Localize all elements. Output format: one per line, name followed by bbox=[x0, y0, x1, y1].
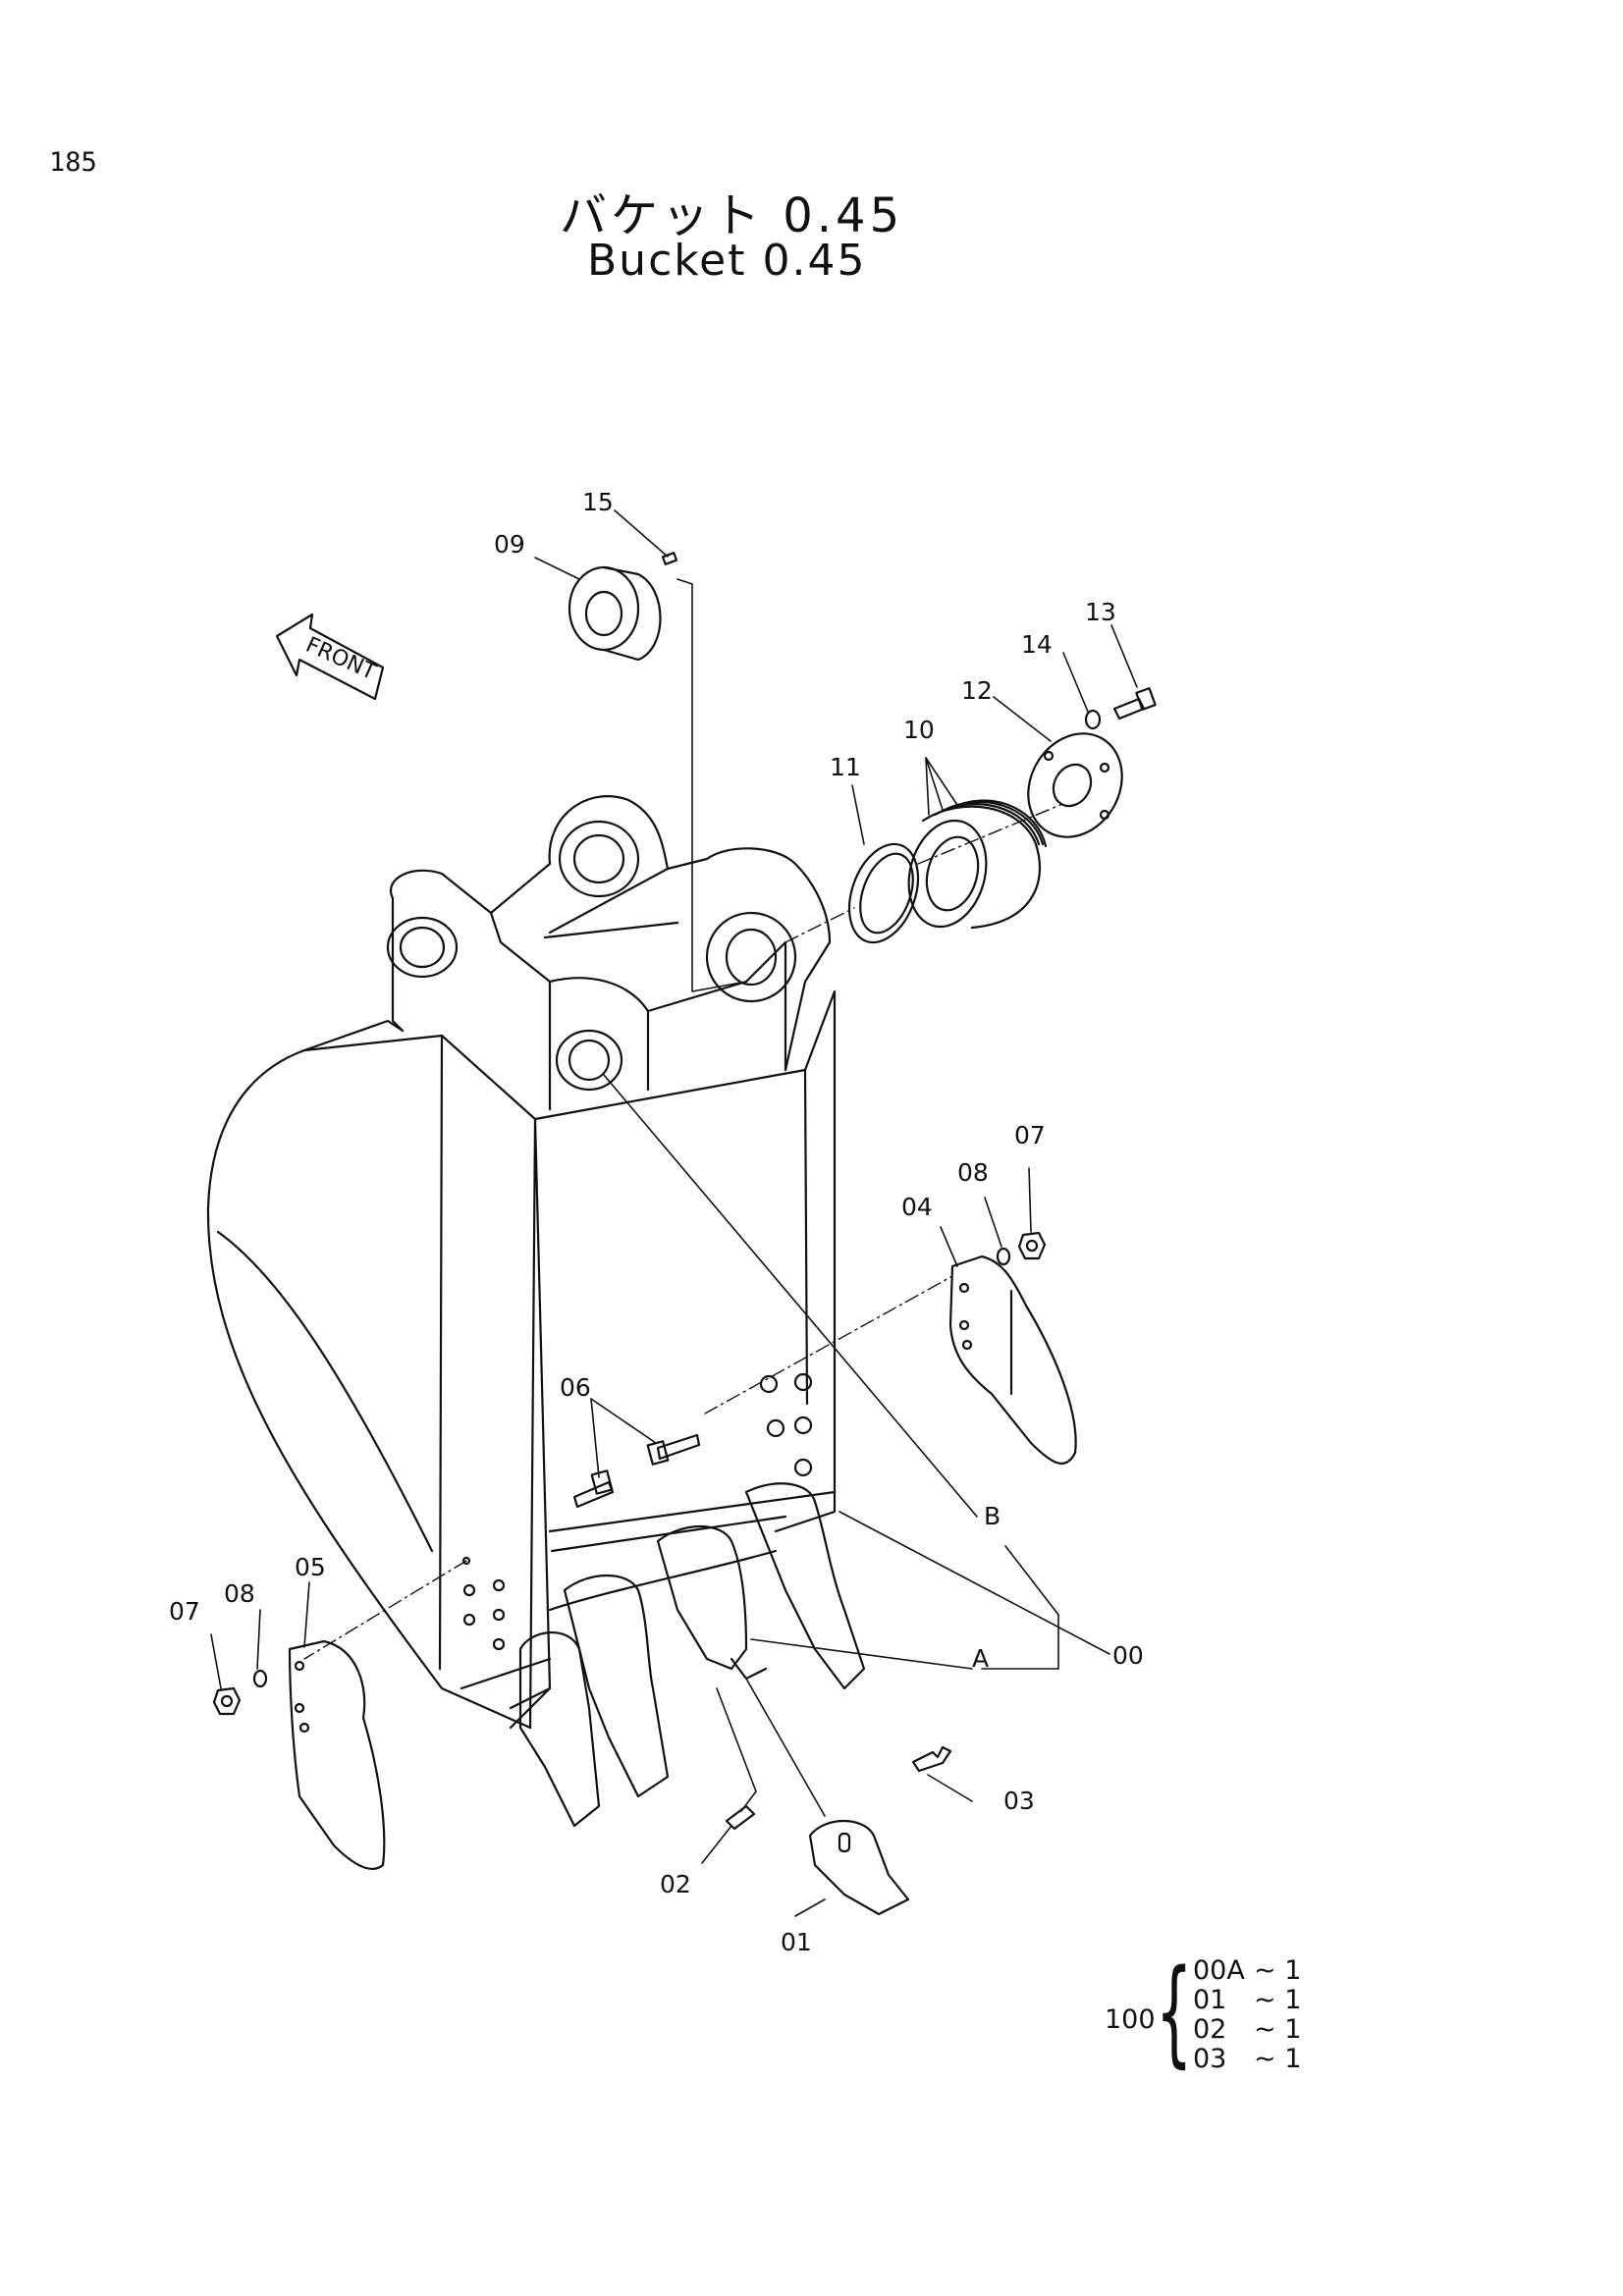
kit-row-part: 01 bbox=[1193, 1985, 1227, 2015]
callout-03: 03 bbox=[1003, 1787, 1035, 1815]
part-12-plate bbox=[1027, 732, 1123, 838]
callout-13: 13 bbox=[1085, 598, 1116, 626]
kit-row-part: 02 bbox=[1193, 2014, 1227, 2045]
callout-14: 14 bbox=[1021, 630, 1053, 659]
callout-04: 04 bbox=[901, 1193, 933, 1221]
callout-06: 06 bbox=[560, 1373, 591, 1402]
kit-row: 02 ~ 1 bbox=[1193, 2014, 1302, 2045]
callout-01: 01 bbox=[781, 1928, 812, 1956]
kit-row-qty: ~ 1 bbox=[1254, 2014, 1302, 2045]
callout-00: 00 bbox=[1112, 1641, 1144, 1670]
callout-08-right: 08 bbox=[957, 1158, 989, 1187]
callout-10: 10 bbox=[903, 716, 935, 744]
part-13-bolt bbox=[1112, 687, 1157, 721]
part-01-tooth-point bbox=[808, 1819, 910, 1916]
kit-main-number: 100 bbox=[1105, 2004, 1156, 2035]
part-03-pin bbox=[911, 1745, 952, 1773]
callout-07-right: 07 bbox=[1014, 1121, 1046, 1149]
tooth-adapters bbox=[518, 1482, 866, 1828]
kit-row: 00A ~ 1 bbox=[1193, 1955, 1302, 1986]
front-label: FRONT bbox=[302, 633, 380, 686]
part-07-nut-left bbox=[212, 1686, 242, 1716]
bucket-body bbox=[206, 989, 837, 1730]
leader-lines bbox=[210, 509, 1138, 1917]
part-09-pin-cap bbox=[568, 565, 662, 662]
callout-11: 11 bbox=[830, 753, 861, 781]
callout-12: 12 bbox=[961, 676, 993, 705]
callout-02: 02 bbox=[660, 1870, 691, 1898]
kit-row: 03 ~ 1 bbox=[1193, 2044, 1302, 2074]
part-04-side-cutter-right bbox=[948, 1255, 1077, 1465]
part-06-bolts bbox=[572, 1433, 701, 1509]
callout-05: 05 bbox=[295, 1553, 326, 1581]
kit-row: 01 ~ 1 bbox=[1193, 1985, 1302, 2015]
part-10-shims bbox=[907, 799, 1048, 930]
kit-row-qty: ~ 1 bbox=[1254, 1985, 1302, 2015]
callout-07-left: 07 bbox=[169, 1597, 200, 1626]
brace-icon: { bbox=[1156, 1944, 1193, 2079]
part-08-washer-left bbox=[252, 1669, 268, 1688]
part-07-nut-right bbox=[1017, 1231, 1047, 1260]
kit-row-qty: ~ 1 bbox=[1254, 2044, 1302, 2074]
kit-row-part: 00A bbox=[1193, 1955, 1245, 1986]
kit-row-qty: ~ 1 bbox=[1254, 1955, 1302, 1986]
title-english: Bucket 0.45 bbox=[587, 236, 867, 286]
callout-b: B bbox=[984, 1502, 1001, 1530]
page-number: 185 bbox=[49, 147, 97, 178]
part-15-pin bbox=[661, 552, 678, 565]
kit-row-part: 03 bbox=[1193, 2044, 1227, 2074]
part-02-lock bbox=[725, 1804, 756, 1831]
part-08-washer-right bbox=[996, 1247, 1011, 1266]
top-bracket bbox=[386, 795, 832, 1111]
part-05-side-cutter-left bbox=[288, 1639, 386, 1870]
front-arrow-icon: FRONT bbox=[275, 613, 385, 701]
part-14-washer bbox=[1084, 709, 1102, 730]
callout-a: A bbox=[972, 1644, 989, 1673]
callout-09: 09 bbox=[494, 530, 525, 559]
centerlines bbox=[303, 804, 1061, 1660]
callout-08-left: 08 bbox=[224, 1579, 255, 1608]
title-japanese: バケット 0.45 bbox=[560, 188, 904, 243]
kit-rows: 00A ~ 1 01 ~ 1 02 ~ 1 03 ~ 1 bbox=[1193, 1955, 1302, 2074]
callout-15: 15 bbox=[582, 488, 614, 516]
callout-labels: 15 09 13 14 12 10 11 07 08 04 06 B 00 07… bbox=[169, 488, 1144, 1956]
